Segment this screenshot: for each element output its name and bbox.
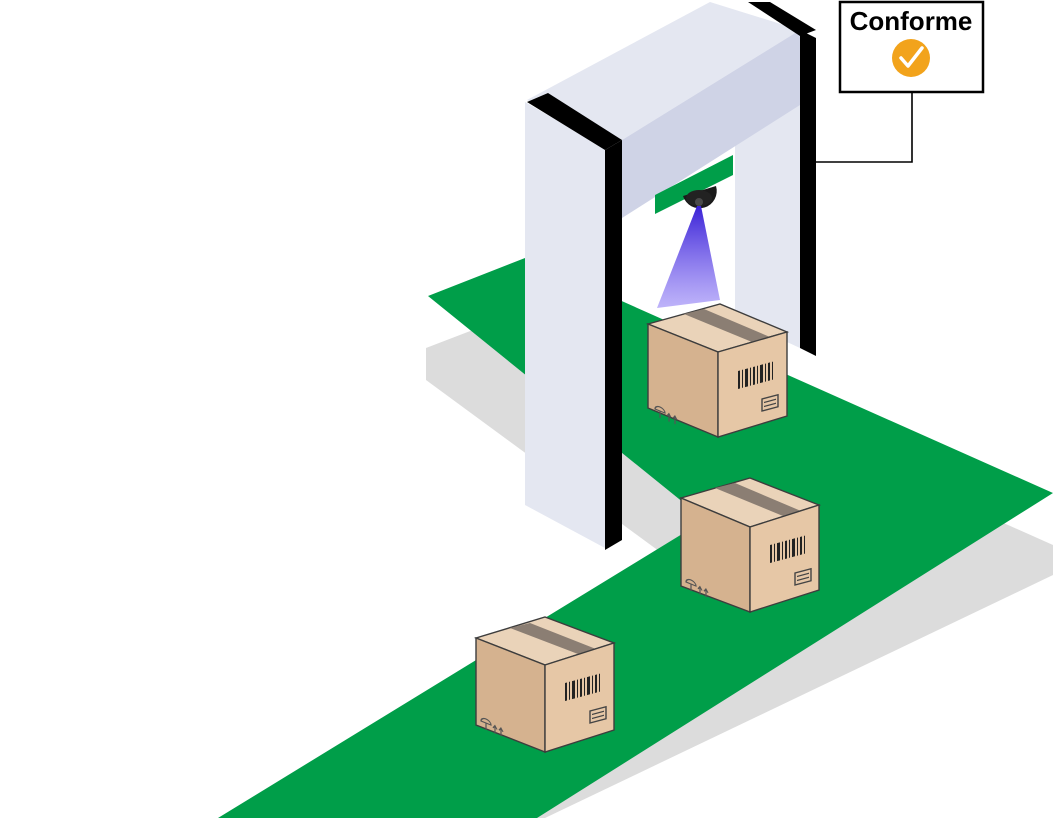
gantry-left-leg-side bbox=[605, 140, 622, 550]
handling-symbols-icon bbox=[654, 405, 678, 425]
gantry-top-beam-side bbox=[622, 30, 800, 218]
package-box-1 bbox=[645, 303, 790, 439]
handling-symbols-icon bbox=[480, 717, 504, 737]
status-connector-line bbox=[816, 92, 913, 163]
package-box-2 bbox=[678, 477, 822, 614]
gantry-top-edge bbox=[748, 2, 816, 36]
checkmark-circle-icon bbox=[892, 39, 930, 77]
gantry-top-beam bbox=[527, 2, 800, 140]
gantry-left-leg-edge bbox=[527, 93, 622, 150]
conveyor-belt bbox=[218, 258, 1053, 818]
label-icon bbox=[794, 567, 812, 586]
label-icon bbox=[761, 393, 779, 412]
gantry-right-leg-face bbox=[735, 100, 800, 348]
gantry-right-leg bbox=[800, 30, 816, 356]
gantry-left-leg-front bbox=[525, 102, 605, 548]
status-label: Conforme bbox=[850, 6, 973, 36]
label-icon bbox=[589, 705, 607, 724]
barcode-icon bbox=[565, 673, 600, 701]
scan-beam bbox=[657, 206, 720, 308]
scanner-mount bbox=[655, 155, 733, 214]
scanner-lens-icon bbox=[683, 186, 717, 209]
package-box-3 bbox=[473, 616, 617, 754]
barcode-icon bbox=[738, 361, 773, 389]
handling-symbols-icon bbox=[685, 578, 709, 598]
status-panel: Conforme bbox=[838, 0, 985, 94]
barcode-icon bbox=[770, 535, 805, 563]
